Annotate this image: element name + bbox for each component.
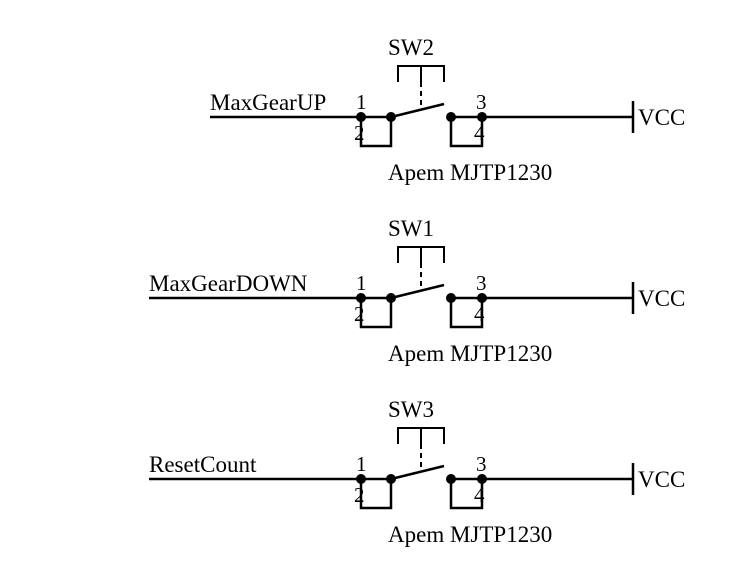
pin-2-label: 2 xyxy=(354,302,365,326)
pin-4-label: 4 xyxy=(474,121,485,145)
pin-2-loop xyxy=(359,298,393,329)
pin-1-label: 1 xyxy=(356,271,367,295)
pin-4-loop xyxy=(449,479,484,510)
actuator-bracket xyxy=(397,246,445,263)
pin-2-loop xyxy=(359,479,393,510)
pin-4-label: 4 xyxy=(474,302,485,326)
pin-1-label: 1 xyxy=(356,90,367,114)
switch-block-sw2: SW2 MaxGearUP 1 2 3 4 VCC Apem MJTP1230 xyxy=(210,35,685,185)
vcc-label: VCC xyxy=(638,286,685,311)
switch-blade xyxy=(390,283,445,300)
net-label: MaxGearDOWN xyxy=(149,271,308,296)
pin-2-loop xyxy=(359,117,393,148)
net-label: MaxGearUP xyxy=(210,90,326,115)
switch-block-sw3: SW3 ResetCount 1 2 3 4 VCC Apem MJTP1230 xyxy=(149,397,685,547)
actuator-bracket xyxy=(397,427,445,444)
switch-blade xyxy=(390,102,445,119)
pin-2-label: 2 xyxy=(354,483,365,507)
pin-2-label: 2 xyxy=(354,121,365,145)
switch-blade xyxy=(390,464,445,481)
pin-3-label: 3 xyxy=(476,90,487,114)
pin-4-loop xyxy=(449,298,484,329)
pin-1-label: 1 xyxy=(356,452,367,476)
pin-4-loop xyxy=(449,117,484,148)
pin-3-label: 3 xyxy=(476,452,487,476)
pin-3-label: 3 xyxy=(476,271,487,295)
vcc-label: VCC xyxy=(638,467,685,492)
part-number: Apem MJTP1230 xyxy=(388,160,552,185)
switch-designator: SW2 xyxy=(388,35,434,60)
vcc-label: VCC xyxy=(638,105,685,130)
switch-designator: SW3 xyxy=(388,397,434,422)
part-number: Apem MJTP1230 xyxy=(388,522,552,547)
net-label: ResetCount xyxy=(149,452,257,477)
actuator-bracket xyxy=(397,65,445,82)
switch-designator: SW1 xyxy=(388,216,434,241)
switch-block-sw1: SW1 MaxGearDOWN 1 2 3 4 VCC Apem MJTP123… xyxy=(149,216,685,366)
part-number: Apem MJTP1230 xyxy=(388,341,552,366)
pin-4-label: 4 xyxy=(474,483,485,507)
